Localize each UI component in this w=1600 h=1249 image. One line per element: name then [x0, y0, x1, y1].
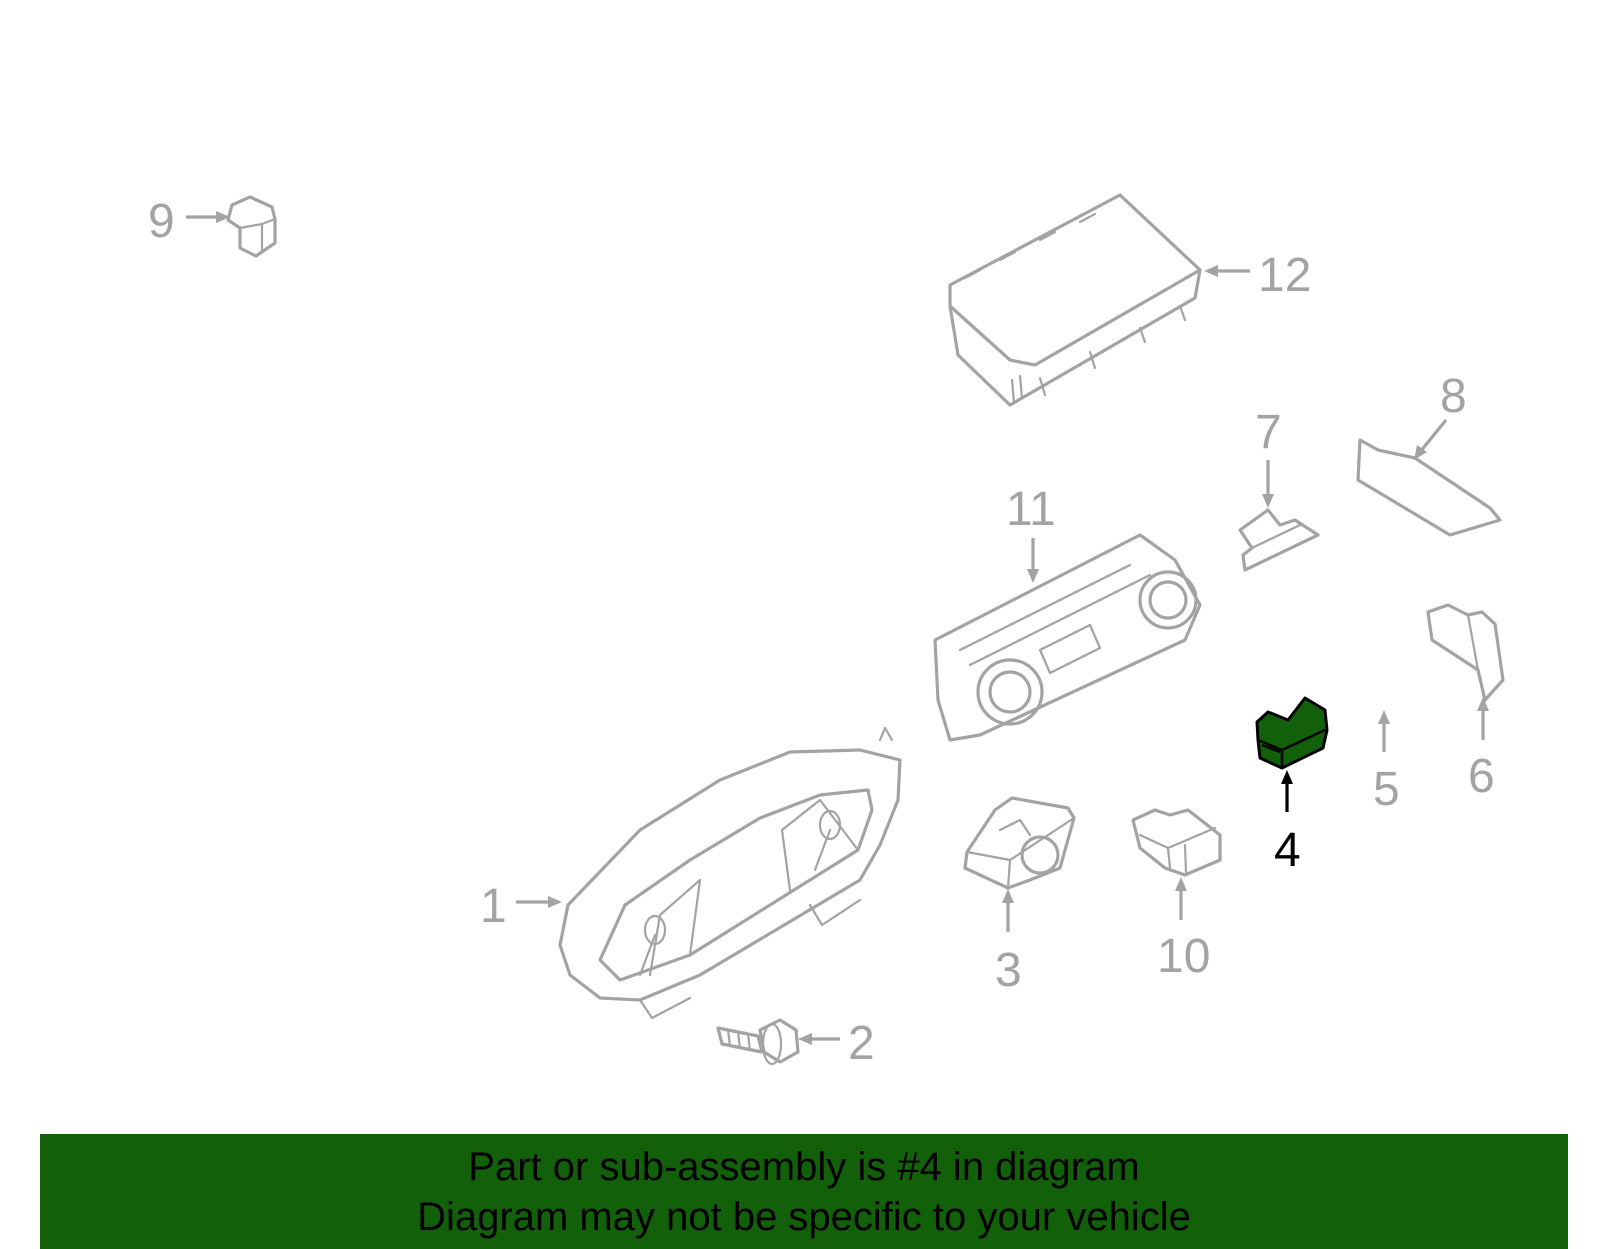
part-1-instrument-cluster	[558, 726, 902, 1020]
part-10-connector	[1131, 808, 1222, 877]
arrow-6	[1477, 697, 1489, 740]
arrow-1	[516, 896, 562, 908]
arrow-2	[798, 1033, 840, 1045]
part-9-clip	[226, 195, 277, 258]
callout-4: 4	[1274, 824, 1301, 877]
callout-3: 3	[995, 944, 1022, 997]
callout-8: 8	[1440, 370, 1467, 423]
arrow-8	[1414, 418, 1448, 460]
callout-1: 1	[480, 880, 507, 933]
part-12-display	[948, 193, 1202, 407]
footer-line-1: Part or sub-assembly is #4 in diagram	[468, 1145, 1140, 1189]
callout-11: 11	[1006, 483, 1056, 536]
part-2-bolt	[716, 1018, 800, 1066]
footer-banner: Part or sub-assembly is #4 in diagram Di…	[40, 1134, 1568, 1249]
part-8-bezel	[1356, 438, 1502, 537]
arrow-12	[1204, 265, 1250, 277]
footer-line-2: Diagram may not be specific to your vehi…	[417, 1195, 1191, 1239]
callout-2: 2	[848, 1017, 875, 1070]
callout-12: 12	[1258, 249, 1311, 302]
arrow-3	[1002, 889, 1014, 932]
arrow-5	[1378, 710, 1390, 752]
part-11-climate-control	[933, 533, 1202, 742]
part-6-end-panel	[1426, 603, 1505, 702]
arrow-4	[1281, 770, 1293, 812]
callout-9: 9	[148, 195, 175, 248]
part-3-knob-switch	[963, 796, 1076, 890]
arrow-7	[1262, 460, 1274, 508]
arrow-11	[1027, 538, 1039, 583]
callout-10: 10	[1157, 930, 1210, 983]
part-4-switch-highlighted	[1255, 696, 1329, 770]
arrow-9	[186, 211, 230, 223]
part-7-trim	[1238, 508, 1320, 572]
callout-5: 5	[1373, 763, 1400, 816]
callout-7: 7	[1255, 406, 1282, 459]
callout-6: 6	[1468, 750, 1495, 803]
arrow-10	[1175, 877, 1187, 920]
